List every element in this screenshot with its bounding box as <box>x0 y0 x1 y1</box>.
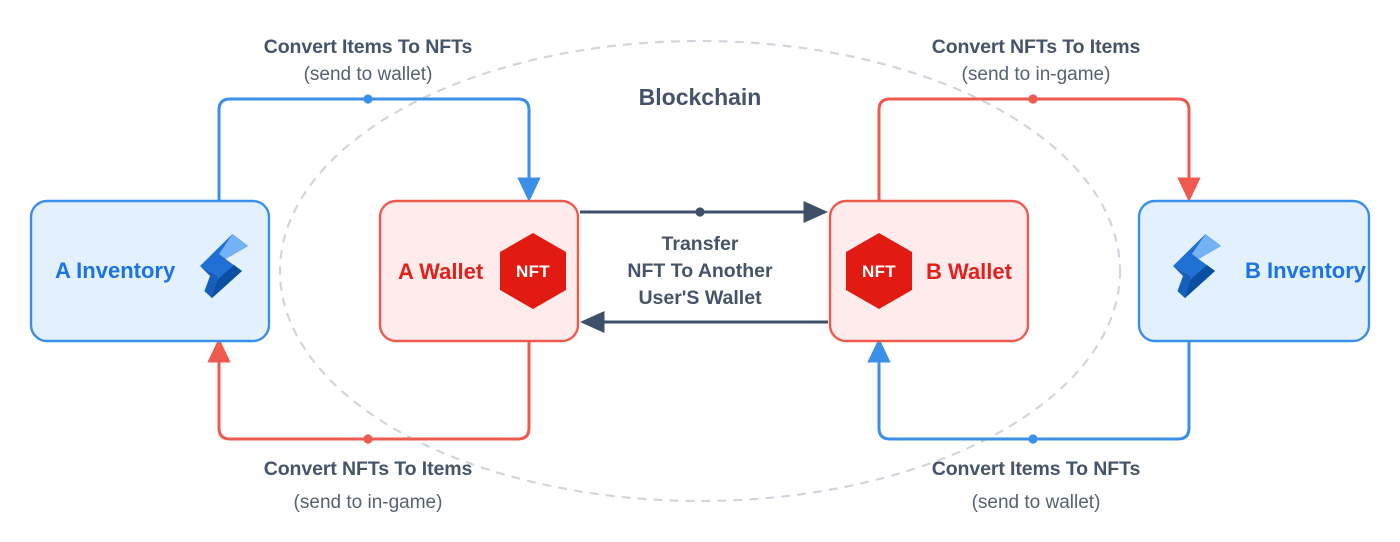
page-title: Blockchain <box>639 84 762 110</box>
node-b-inventory[interactable]: B Inventory <box>1137 199 1371 343</box>
connector-transfer-forward <box>580 200 829 224</box>
connector-top-left <box>217 94 541 203</box>
flow-label-title: Convert NFTs To Items <box>932 36 1141 58</box>
node-b-inventory-label: B Inventory <box>1245 258 1367 283</box>
node-b-wallet-label: B Wallet <box>926 259 1013 284</box>
flow-label-bottom-left: Convert NFTs To Items (send to in-game) <box>264 458 473 513</box>
lightning-bolt-icon <box>200 234 248 298</box>
nft-badge-text: NFT <box>862 262 896 281</box>
flow-label-top-left: Convert Items To NFTs (send to wallet) <box>264 36 473 85</box>
transfer-line-3: User'S Wallet <box>638 287 762 309</box>
node-a-wallet[interactable]: A Wallet NFT <box>378 199 580 343</box>
blockchain-boundary-ellipse <box>278 39 1122 503</box>
flow-label-bottom-right: Convert Items To NFTs (send to wallet) <box>932 458 1141 513</box>
flow-label-subtitle: (send to wallet) <box>304 64 433 85</box>
connector-dot <box>363 434 373 444</box>
flow-label-subtitle: (send to in-game) <box>294 492 443 513</box>
transfer-line-1: Transfer <box>662 233 739 255</box>
node-a-wallet-label: A Wallet <box>398 259 484 284</box>
flow-label-title: Convert Items To NFTs <box>932 458 1141 480</box>
nft-hexagon-icon: NFT <box>500 233 566 309</box>
transfer-label: Transfer NFT To Another User'S Wallet <box>627 233 773 309</box>
connector-bottom-left <box>207 337 531 444</box>
transfer-line-2: NFT To Another <box>627 260 773 282</box>
connector-dot <box>363 94 373 104</box>
flow-label-subtitle: (send to in-game) <box>962 64 1111 85</box>
nft-badge-text: NFT <box>516 262 550 281</box>
connector-top-right <box>877 94 1201 203</box>
connector-dot <box>1028 434 1038 444</box>
flow-label-top-right: Convert NFTs To Items (send to in-game) <box>932 36 1141 85</box>
node-a-inventory-label: A Inventory <box>55 258 176 283</box>
lightning-bolt-icon <box>1173 234 1221 298</box>
node-a-inventory[interactable]: A Inventory <box>29 199 271 343</box>
connector-dot <box>1028 94 1038 104</box>
connector-bottom-right <box>867 337 1191 444</box>
flow-label-subtitle: (send to wallet) <box>972 492 1101 513</box>
nft-hexagon-icon: NFT <box>846 233 912 309</box>
flow-label-title: Convert NFTs To Items <box>264 458 473 480</box>
flow-label-title: Convert Items To NFTs <box>264 36 473 58</box>
node-b-wallet[interactable]: NFT B Wallet <box>828 199 1030 343</box>
connector-dot <box>695 207 705 217</box>
